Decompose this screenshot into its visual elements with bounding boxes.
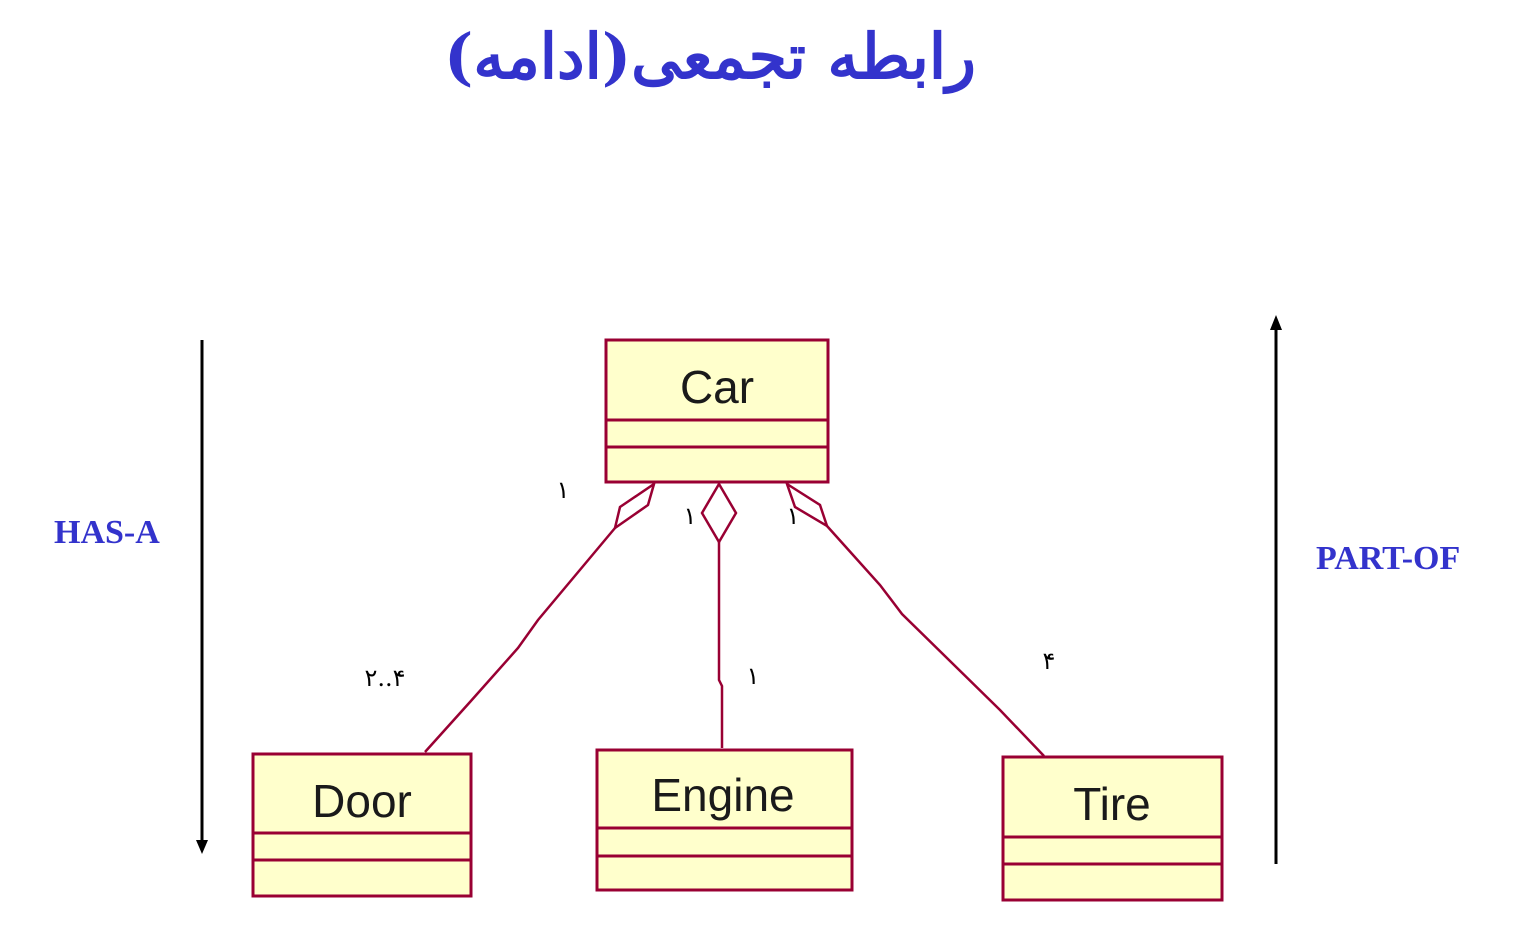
class-car: Car: [604, 338, 830, 484]
part-of-label: PART-OF: [1316, 540, 1461, 577]
car-engine-association: [717, 542, 724, 748]
tire-aggregation-diamond: [784, 481, 830, 529]
engine-aggregation-diamond: [700, 481, 738, 545]
class-name-door: Door: [312, 775, 412, 827]
slide-title: رابطه تجمعی(ادامه): [444, 20, 976, 93]
multiplicity-car-door: ۱: [557, 476, 570, 504]
part-of-arrow: [1270, 315, 1282, 864]
class-door: Door: [251, 752, 473, 898]
has-a-label: HAS-A: [54, 514, 160, 551]
car-door-association: [424, 527, 616, 753]
multiplicity-car-engine: ۱: [684, 502, 697, 530]
multiplicity-tire: ۴: [1043, 647, 1056, 675]
class-name-tire: Tire: [1073, 778, 1151, 830]
multiplicity-engine: ۱: [747, 662, 760, 690]
car-tire-association: [826, 525, 1045, 757]
class-tire: Tire: [1001, 755, 1224, 902]
multiplicity-car-tire: ۱: [787, 502, 800, 530]
door-aggregation-diamond: [613, 481, 657, 531]
class-name-engine: Engine: [651, 769, 794, 821]
multiplicity-door: ۲..۴: [364, 664, 405, 692]
class-engine: Engine: [595, 748, 854, 892]
class-name-car: Car: [680, 361, 754, 413]
has-a-arrow: [196, 340, 208, 854]
